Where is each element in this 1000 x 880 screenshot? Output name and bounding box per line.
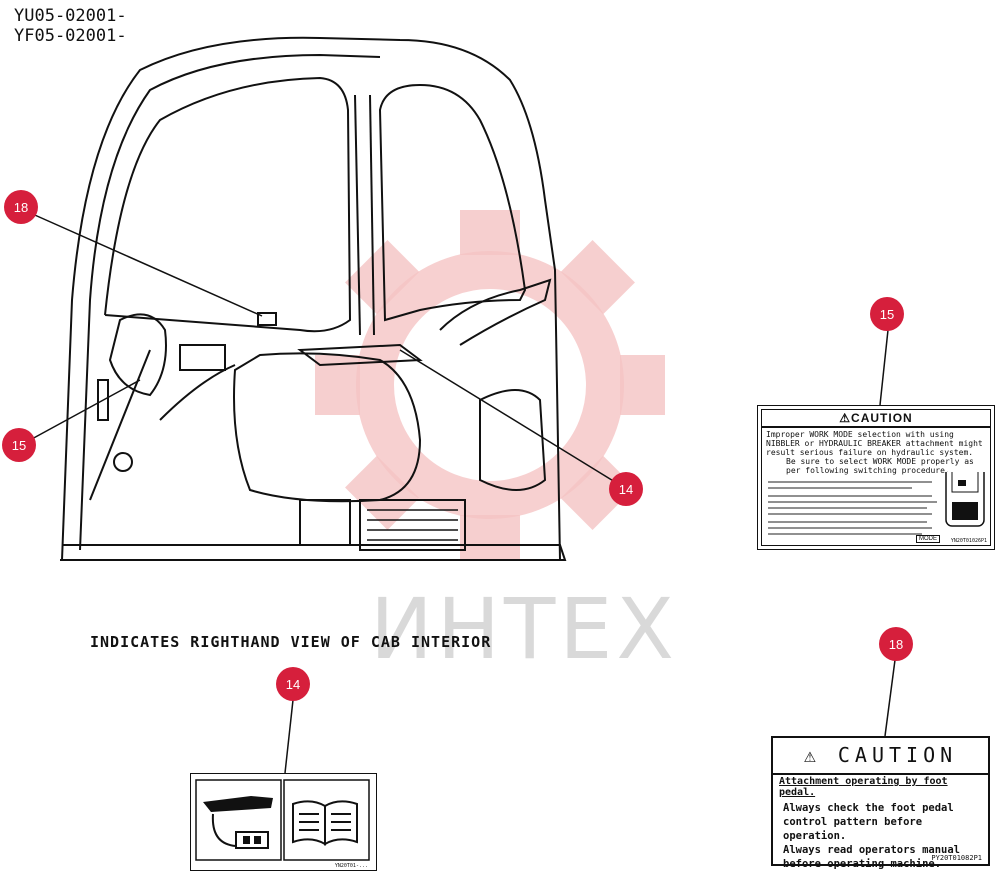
- console-icon: [203, 796, 273, 812]
- callout-15-left: 15: [2, 428, 36, 462]
- manual-book-icon: [292, 800, 358, 846]
- label18-line: operation.: [783, 830, 847, 842]
- view-caption: INDICATES RIGHTHAND VIEW OF CAB INTERIOR: [90, 633, 492, 651]
- label15-text: Improper WORK MODE selection with using …: [762, 428, 990, 477]
- label14-code: YN20T01-...: [334, 863, 368, 869]
- label15-fine-print-and-monitor: [768, 472, 985, 535]
- callout-14-label: 14: [276, 667, 310, 701]
- label14-pictograms: [195, 779, 370, 861]
- callout-18-top: 18: [4, 190, 38, 224]
- label18-header: ⚠ CAUTION: [773, 738, 988, 775]
- label18-body: Always check the foot pedal control patt…: [773, 799, 988, 873]
- label15-line: NIBBLER or HYDRAULIC BREAKER attachment …: [766, 439, 983, 448]
- label15-mode-button: MODE: [916, 535, 940, 543]
- switch-icon: [235, 831, 269, 849]
- caution-label-foot-pedal: ⚠ CAUTION Attachment operating by foot p…: [771, 736, 990, 870]
- caution-label-work-mode: ⚠CAUTION Improper WORK MODE selection wi…: [757, 405, 995, 550]
- label15-line: per following switching procedure.: [786, 466, 950, 475]
- serial-number-1: YU05-02001-: [14, 6, 127, 26]
- label15-line: Improper WORK MODE selection with using: [766, 430, 954, 439]
- label18-line: Always read operators manual: [783, 844, 961, 856]
- label18-line: before operating machine.: [783, 858, 942, 870]
- label15-header: ⚠CAUTION: [762, 410, 990, 428]
- watermark-text: ИНТЕХ: [370, 580, 678, 678]
- callout-15-label: 15: [870, 297, 904, 331]
- pictogram-label-switch-manual: YN20T01-...: [190, 773, 377, 871]
- label15-line: Be sure to select WORK MODE properly as: [786, 457, 974, 466]
- label15-code: YN20T01026P1: [950, 538, 987, 544]
- label18-subtitle: Attachment operating by foot pedal.: [779, 776, 948, 798]
- label18-line: control pattern before: [783, 816, 923, 828]
- label18-code: PY20T01082P1: [931, 854, 982, 862]
- serial-number-2: YF05-02001-: [14, 26, 127, 46]
- callout-18-label: 18: [879, 627, 913, 661]
- label15-line: result serious failure on hydraulic syst…: [766, 448, 974, 457]
- callout-14-right: 14: [609, 472, 643, 506]
- label18-line: Always check the foot pedal: [783, 802, 954, 814]
